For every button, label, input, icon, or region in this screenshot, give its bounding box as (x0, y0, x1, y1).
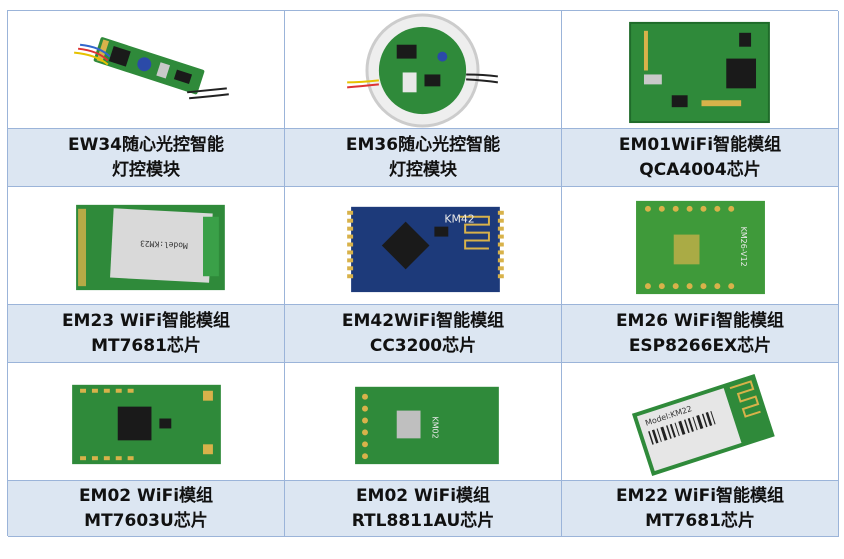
module-image-em26: KM26-V12 (562, 187, 839, 305)
wifi-module-rtl8811au-image: KM02 (355, 386, 499, 465)
caption-line1: EW34随心光控智能 (67, 134, 225, 155)
caption-ew34: EW34随心光控智能 灯控模块 (8, 129, 285, 187)
wifi-module-mt7681-labeled-image: Model:KM23 (76, 204, 225, 291)
module-silkscreen-text: KM02 (430, 417, 439, 439)
wifi-module-cc3200-image: KM42 (347, 206, 504, 293)
caption-line2: QCA4004芯片 (639, 159, 761, 180)
caption-line2: 灯控模块 (112, 159, 180, 180)
caption-line2: 灯控模块 (389, 159, 457, 180)
led-controller-board-image (74, 37, 229, 100)
module-image-ew34 (8, 11, 285, 129)
module-label-text: Model:KM23 (140, 239, 188, 250)
caption-line1: EM02 WiFi模组 (78, 485, 214, 506)
caption-line2: MT7681芯片 (645, 510, 755, 531)
module-image-em01 (562, 11, 839, 129)
caption-em23: EM23 WiFi智能模组 MT7681芯片 (8, 305, 285, 363)
module-silkscreen-text: KM26-V12 (739, 227, 748, 267)
module-image-em23: Model:KM23 (8, 187, 285, 305)
module-table: EW34随心光控智能 灯控模块 EM36随心光控智能 灯控模块 EM01WiFi… (7, 10, 839, 537)
caption-em02-mt7603u: EM02 WiFi模组 MT7603U芯片 (8, 481, 285, 537)
caption-em01: EM01WiFi智能模组 QCA4004芯片 (562, 129, 839, 187)
caption-line2: CC3200芯片 (369, 335, 477, 356)
caption-line1: EM01WiFi智能模组 (618, 134, 782, 155)
module-image-em02-mt7603u (8, 363, 285, 481)
module-silkscreen-text: KM42 (444, 213, 474, 226)
module-image-em22: Model:KM22 (562, 363, 839, 481)
caption-em42: EM42WiFi智能模组 CC3200芯片 (285, 305, 562, 363)
wifi-module-mt7681-shield-image: Model:KM22 (631, 373, 775, 477)
caption-em26: EM26 WiFi智能模组 ESP8266EX芯片 (562, 305, 839, 363)
caption-em36: EM36随心光控智能 灯控模块 (285, 129, 562, 187)
caption-line1: EM26 WiFi智能模组 (615, 310, 785, 331)
round-controller-board-image (347, 13, 499, 128)
caption-line2: MT7603U芯片 (84, 510, 208, 531)
caption-line1: EM36随心光控智能 (345, 134, 501, 155)
wifi-module-mt7603u-image (72, 384, 221, 465)
caption-line2: RTL8811AU芯片 (351, 510, 495, 531)
module-image-em42: KM42 (285, 187, 562, 305)
caption-line1: EM22 WiFi智能模组 (615, 485, 785, 506)
caption-line1: EM42WiFi智能模组 (341, 310, 505, 331)
module-image-em02-rtl8811au: KM02 (285, 363, 562, 481)
caption-em02-rtl8811au: EM02 WiFi模组 RTL8811AU芯片 (285, 481, 562, 537)
caption-line2: MT7681芯片 (91, 335, 201, 356)
caption-line1: EM02 WiFi模组 (355, 485, 491, 506)
wifi-module-esp8266-image: KM26-V12 (636, 200, 765, 295)
caption-line2: ESP8266EX芯片 (628, 335, 772, 356)
module-image-em36 (285, 11, 562, 129)
caption-em22: EM22 WiFi智能模组 MT7681芯片 (562, 481, 839, 537)
wifi-module-qca4004-image (629, 21, 770, 124)
caption-line1: EM23 WiFi智能模组 (61, 310, 231, 331)
